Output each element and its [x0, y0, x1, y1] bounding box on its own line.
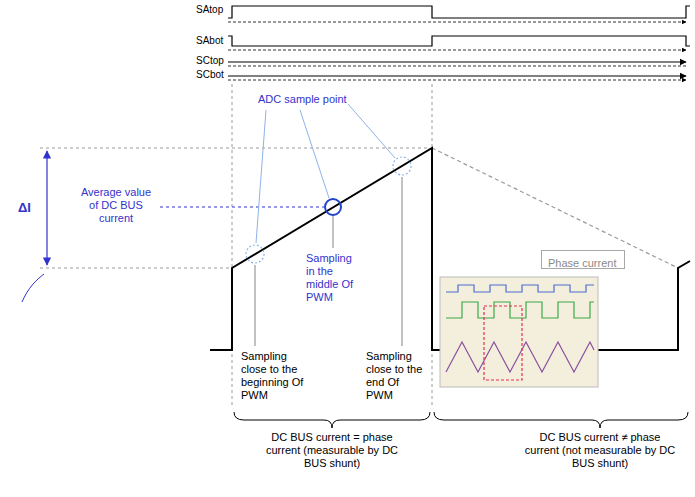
signal-baseline — [228, 22, 686, 23]
scope-trace — [446, 342, 594, 372]
label-holder: DC BUS current ≠ phase current (not meas… — [522, 431, 678, 470]
leader-line — [348, 104, 395, 158]
callout-label: Sampling close to the end Of PWM — [366, 350, 426, 402]
callout-label: Sampling in the middle Of PWM — [306, 252, 358, 304]
leader-line — [300, 110, 329, 198]
leader-line — [256, 110, 266, 243]
label-holder: Sampling in the middle Of PWM — [306, 252, 358, 304]
label-holder: SCbot — [196, 69, 224, 81]
brace — [434, 412, 688, 428]
label-holder: Sampling close to the end Of PWM — [366, 350, 426, 402]
signal-trace — [228, 75, 686, 76]
period-guide — [232, 84, 233, 408]
average-line — [160, 207, 324, 208]
label-holder: Sampling close to the beginning Of PWM — [241, 350, 305, 402]
box-label: Phase current — [548, 257, 616, 270]
brace — [234, 412, 430, 428]
delta-arrow — [46, 151, 47, 265]
callout-curve — [22, 274, 44, 302]
reference-line — [40, 268, 230, 269]
scope-marker — [484, 306, 522, 380]
scope-inset — [440, 277, 598, 387]
signal-name: SAtop — [196, 4, 223, 16]
label-holder: ΔI — [18, 200, 31, 215]
label-holder: SAtop — [196, 4, 223, 16]
leader-line — [255, 265, 256, 346]
signal-name: SAbot — [196, 35, 223, 47]
reference-line — [40, 148, 430, 149]
label-holder: SAbot — [196, 35, 223, 47]
label-box: Phase current — [541, 250, 625, 269]
scope-trace — [446, 285, 594, 292]
callout-label: Sampling close to the beginning Of PWM — [241, 350, 305, 402]
leader-line — [333, 216, 334, 248]
label-holder: SCtop — [196, 55, 224, 67]
dimension-label: ΔI — [18, 200, 31, 215]
label-holder: DC BUS current = phase current (measurab… — [262, 431, 402, 470]
signal-trace — [228, 61, 686, 62]
sample-point — [246, 245, 264, 263]
signal-baseline — [228, 80, 686, 81]
region-label: DC BUS current = phase current (measurab… — [262, 431, 402, 470]
callout-label: Average value of DC BUS current — [75, 186, 157, 225]
label-holder: Average value of DC BUS current — [75, 186, 157, 225]
signal-name: SCtop — [196, 55, 224, 67]
phase-current-trace — [432, 148, 678, 268]
signal-trace — [228, 6, 690, 18]
sample-point — [325, 199, 341, 215]
sample-point — [393, 157, 411, 175]
scope-trace — [446, 302, 594, 318]
signal-baseline — [228, 50, 686, 51]
region-label: DC BUS current ≠ phase current (not meas… — [522, 431, 678, 470]
callout-label: ADC sample point — [258, 93, 347, 106]
leader-line — [402, 177, 403, 346]
signal-name: SCbot — [196, 69, 224, 81]
signal-trace — [228, 36, 690, 46]
scope-frame — [440, 277, 598, 387]
label-holder: ADC sample point — [258, 93, 347, 106]
signal-baseline — [228, 66, 686, 67]
